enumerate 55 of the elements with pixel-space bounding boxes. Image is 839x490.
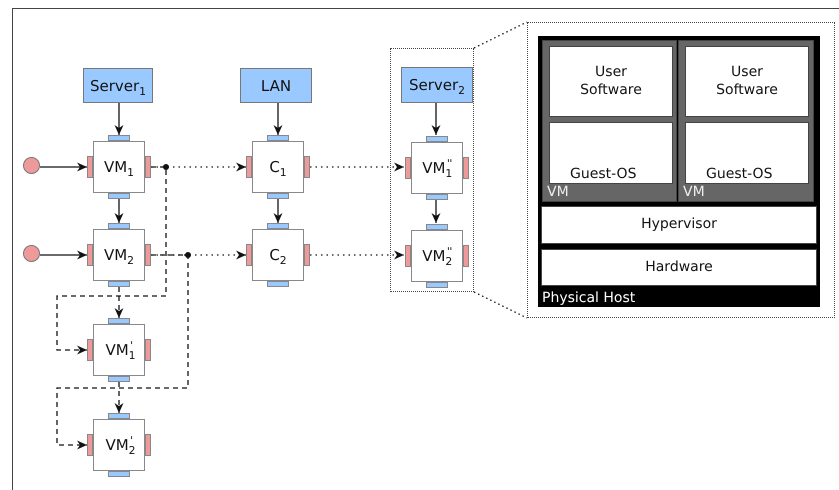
- vm-block: [87, 413, 151, 477]
- block-label: Guest-OS: [706, 166, 772, 183]
- arrow: [114, 199, 124, 223]
- arrow: [114, 287, 124, 318]
- server-box: [240, 68, 312, 103]
- arrow: [310, 250, 404, 260]
- arrow: [114, 103, 124, 135]
- arrow: [274, 103, 282, 135]
- server-box: [83, 68, 153, 103]
- vm-layer-label: VM: [547, 184, 569, 200]
- block-label: LAN: [260, 76, 292, 94]
- vm-block: [405, 136, 469, 200]
- arrow: [56, 166, 167, 354]
- layer-box: [549, 46, 673, 117]
- arrow: [274, 199, 282, 223]
- vm-block: [246, 135, 310, 199]
- dotted-group-frame: [527, 22, 835, 318]
- arrow: [56, 254, 189, 450]
- host-panel: [538, 36, 820, 307]
- layer-box: [541, 249, 817, 286]
- source-circle: [23, 157, 40, 174]
- vm-layer-label: VM: [683, 184, 705, 200]
- vm-block: [405, 224, 469, 288]
- block-label: C$_{1}$: [269, 158, 287, 176]
- block-label: Server$_{1}$: [90, 76, 146, 94]
- block-label: Server$_{2}$: [408, 76, 466, 94]
- guest-os-box: [685, 122, 809, 184]
- vm-block: [87, 223, 151, 287]
- arrow: [432, 102, 440, 135]
- zoom-projection-line: [473, 21, 528, 319]
- block-label: VM$_{1}$: [104, 158, 134, 176]
- arrow: [40, 162, 87, 172]
- vm-block: [87, 318, 151, 382]
- arrow: [40, 250, 87, 260]
- block-label: Hardware: [645, 258, 713, 276]
- vm-layer: [542, 40, 677, 202]
- server-box: [401, 67, 473, 103]
- vm-block: [87, 135, 151, 199]
- block-label: Hypervisor: [641, 216, 717, 234]
- guest-os-box: [549, 122, 673, 184]
- block-label: Guest-OS: [570, 166, 636, 183]
- arrow: [114, 382, 124, 413]
- block-label: VM$_{2}$: [104, 246, 134, 264]
- vm-layer: [678, 40, 814, 202]
- arrow: [432, 199, 440, 223]
- block-label: User Software: [579, 64, 643, 99]
- dotted-group-frame: [390, 48, 474, 292]
- block-label: User Software: [715, 64, 779, 99]
- block-label: C$_{2}$: [269, 246, 287, 264]
- host-label: Physical Host: [542, 290, 636, 306]
- arrow: [310, 162, 404, 172]
- layer-box: [541, 206, 817, 244]
- vm-block: [246, 223, 310, 287]
- layer-box: [685, 46, 809, 117]
- source-circle: [23, 245, 40, 262]
